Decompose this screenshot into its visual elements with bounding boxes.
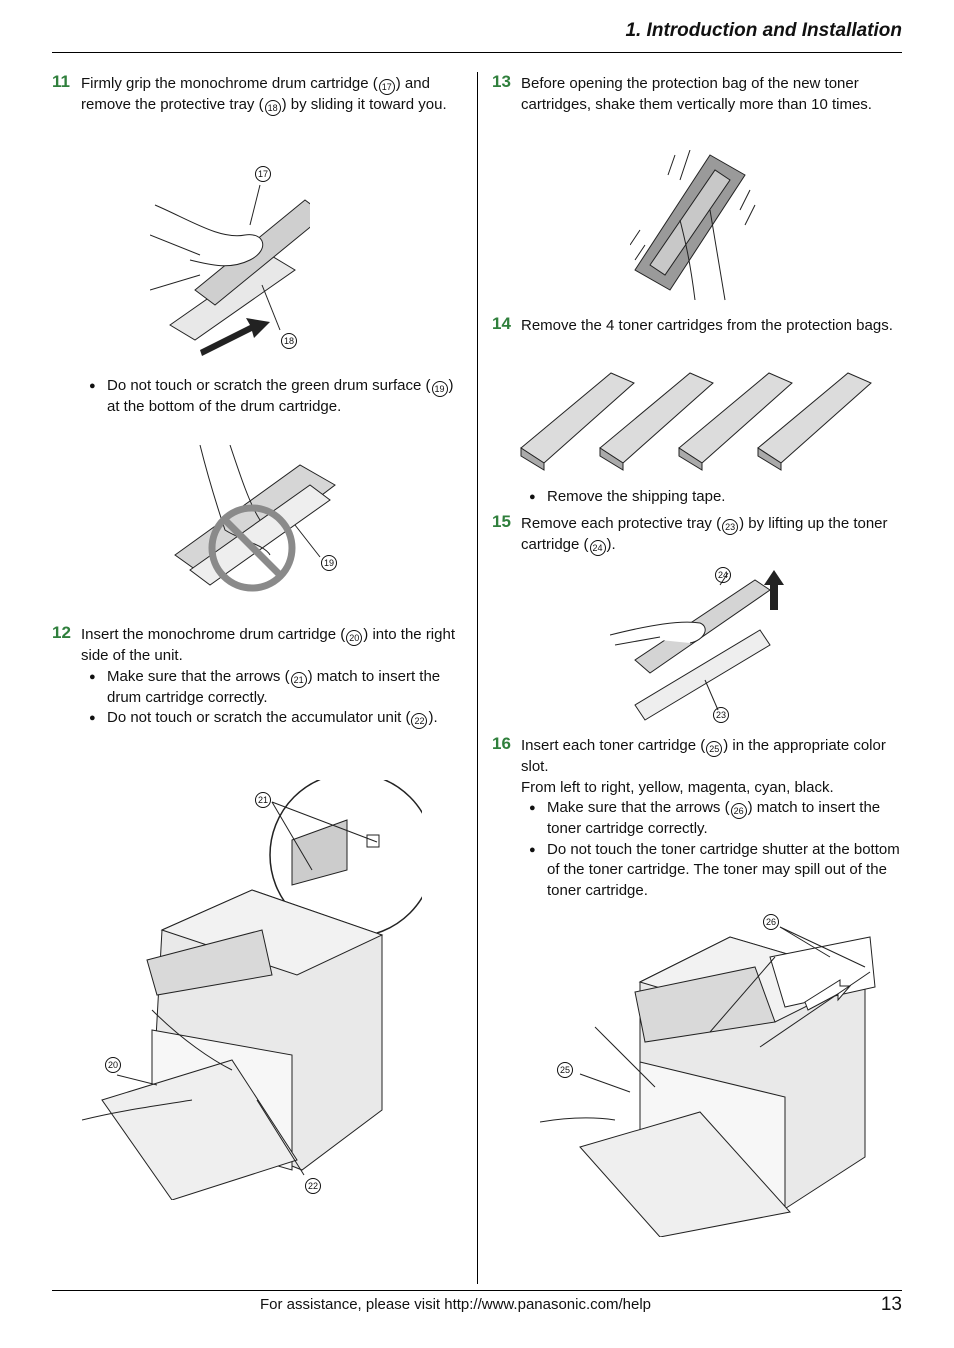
bullet-item: Do not touch or scratch the accumulator … bbox=[81, 708, 462, 729]
step-number: 14 bbox=[492, 314, 511, 333]
callout-marker: 25 bbox=[706, 741, 723, 757]
callout-23: 23 bbox=[713, 707, 729, 723]
callout-26: 26 bbox=[763, 914, 779, 930]
callout-22: 22 bbox=[305, 1178, 321, 1194]
step-text: Remove each protective tray (23) by lift… bbox=[521, 514, 902, 556]
step-text: Before opening the protection bag of the… bbox=[521, 75, 872, 113]
callout-17: 17 bbox=[255, 166, 271, 182]
footer-assistance-text: For assistance, please visit http://www.… bbox=[260, 1296, 652, 1313]
bullet-item: Do not touch the toner cartridge shutter… bbox=[521, 840, 902, 902]
step-14: 14 Remove the 4 toner cartridges from th… bbox=[492, 314, 902, 337]
step-text: Insert each toner cartridge (25) in the … bbox=[521, 737, 886, 775]
figure-remove-protective-tray: 17 18 bbox=[150, 160, 310, 360]
step-number: 13 bbox=[492, 72, 511, 91]
bullet-item: Make sure that the arrows (21) match to … bbox=[81, 667, 462, 709]
section-title: 1. Introduction and Installation bbox=[625, 20, 902, 41]
callout-marker: 20 bbox=[346, 630, 363, 646]
step-text: Firmly grip the monochrome drum cartridg… bbox=[81, 74, 462, 116]
callout-24: 24 bbox=[715, 567, 731, 583]
column-divider bbox=[477, 72, 478, 1284]
page-number: 13 bbox=[880, 1294, 902, 1315]
callout-18: 18 bbox=[281, 333, 297, 349]
step-text: From left to right, yellow, magenta, cya… bbox=[521, 778, 834, 796]
step-11: 11 Firmly grip the monochrome drum cartr… bbox=[52, 72, 462, 116]
callout-marker: 19 bbox=[431, 381, 448, 397]
step-number: 11 bbox=[52, 72, 70, 91]
bullet-item: Do not touch or scratch the green drum s… bbox=[81, 376, 462, 418]
callout-25: 25 bbox=[557, 1062, 573, 1078]
callout-marker: 17 bbox=[378, 79, 395, 95]
step-text: Remove the 4 toner cartridges from the p… bbox=[521, 317, 893, 334]
step-number: 15 bbox=[492, 512, 511, 531]
figure-insert-toner-cartridge: 26 25 bbox=[540, 912, 885, 1237]
step-13: 13 Before opening the protection bag of … bbox=[492, 72, 902, 115]
step-14-bullets: Remove the shipping tape. bbox=[492, 487, 902, 508]
figure-four-toner-cartridges bbox=[516, 368, 878, 473]
figure-insert-drum-cartridge: 21 20 22 bbox=[82, 780, 422, 1200]
figure-remove-toner-tray: 24 23 bbox=[610, 565, 790, 725]
step-number: 16 bbox=[492, 734, 511, 753]
bullet-item: Remove the shipping tape. bbox=[521, 487, 902, 508]
callout-21: 21 bbox=[255, 792, 271, 808]
callout-marker: 21 bbox=[290, 671, 307, 688]
step-11-bullets: Do not touch or scratch the green drum s… bbox=[52, 376, 462, 418]
callout-marker: 18 bbox=[264, 100, 281, 116]
callout-marker: 24 bbox=[589, 540, 606, 556]
callout-marker: 26 bbox=[730, 803, 747, 819]
callout-19: 19 bbox=[321, 555, 337, 571]
figure-shake-toner bbox=[630, 150, 760, 302]
callout-20: 20 bbox=[105, 1057, 121, 1073]
step-text: Insert the monochrome drum cartridge (20… bbox=[81, 626, 455, 664]
header-rule bbox=[52, 52, 902, 53]
figure-do-not-touch-drum: 19 bbox=[170, 445, 350, 605]
bullet-item: Make sure that the arrows (26) match to … bbox=[521, 798, 902, 840]
footer-rule bbox=[52, 1290, 902, 1291]
step-16: 16 Insert each toner cartridge (25) in t… bbox=[492, 734, 902, 902]
step-12: 12 Insert the monochrome drum cartridge … bbox=[52, 623, 462, 729]
callout-marker: 23 bbox=[722, 519, 739, 535]
callout-marker: 22 bbox=[411, 713, 428, 729]
step-number: 12 bbox=[52, 623, 71, 642]
step-15: 15 Remove each protective tray (23) by l… bbox=[492, 512, 902, 556]
